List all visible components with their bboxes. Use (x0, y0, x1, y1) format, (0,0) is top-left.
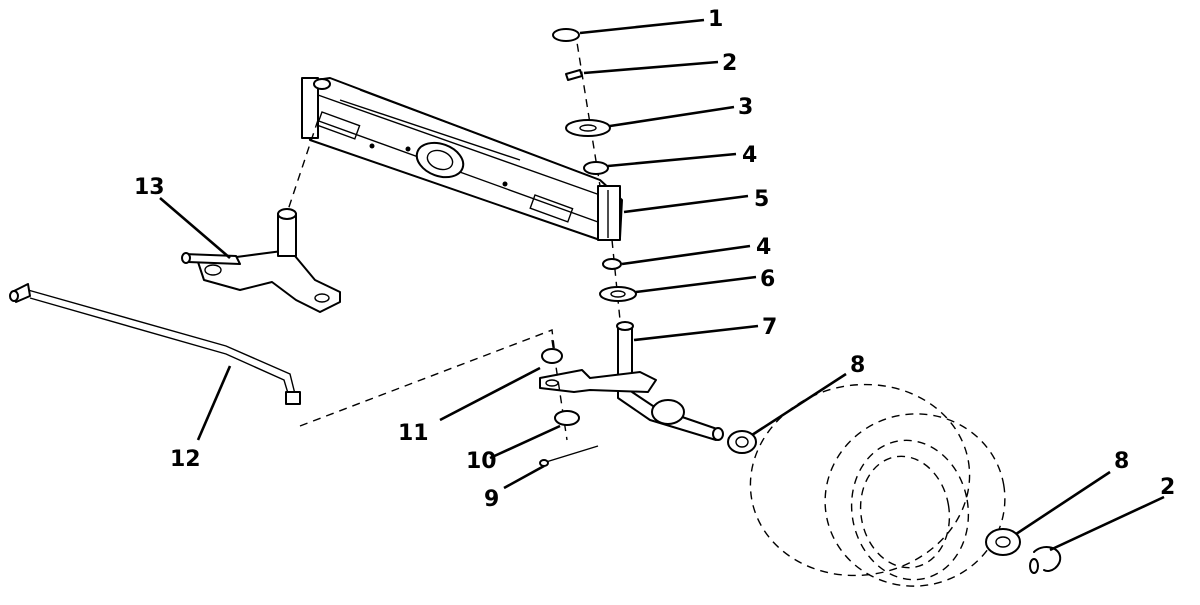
callout-1: 1 (708, 7, 723, 32)
steering-spindle (539, 321, 724, 441)
callout-4-lower: 4 (756, 235, 771, 260)
callout-8-outer: 8 (1114, 449, 1129, 474)
spindle-hardware (539, 339, 599, 467)
callout-7: 7 (762, 315, 777, 340)
callout-4-upper: 4 (742, 143, 757, 168)
callout-3: 3 (738, 95, 753, 120)
callout-10: 10 (466, 449, 497, 474)
pivot-bracket (181, 119, 341, 313)
callout-labels: 1 2 3 4 5 4 6 7 8 8 2 9 10 11 12 13 (134, 7, 1175, 512)
callout-2-outer: 2 (1160, 475, 1175, 500)
axle-beam (301, 77, 623, 241)
callout-11: 11 (398, 421, 429, 446)
callout-9: 9 (484, 487, 499, 512)
hardware-stack (552, 28, 637, 321)
dashed-connector (299, 329, 556, 427)
callout-8-inner: 8 (850, 353, 865, 378)
callout-6: 6 (760, 267, 775, 292)
callout-13: 13 (134, 175, 165, 200)
leader-lines (159, 18, 1165, 552)
callout-12: 12 (170, 447, 201, 472)
callout-2: 2 (722, 51, 737, 76)
drag-link (9, 283, 301, 405)
wheel-assembly (727, 383, 1062, 587)
callout-5: 5 (754, 187, 769, 212)
